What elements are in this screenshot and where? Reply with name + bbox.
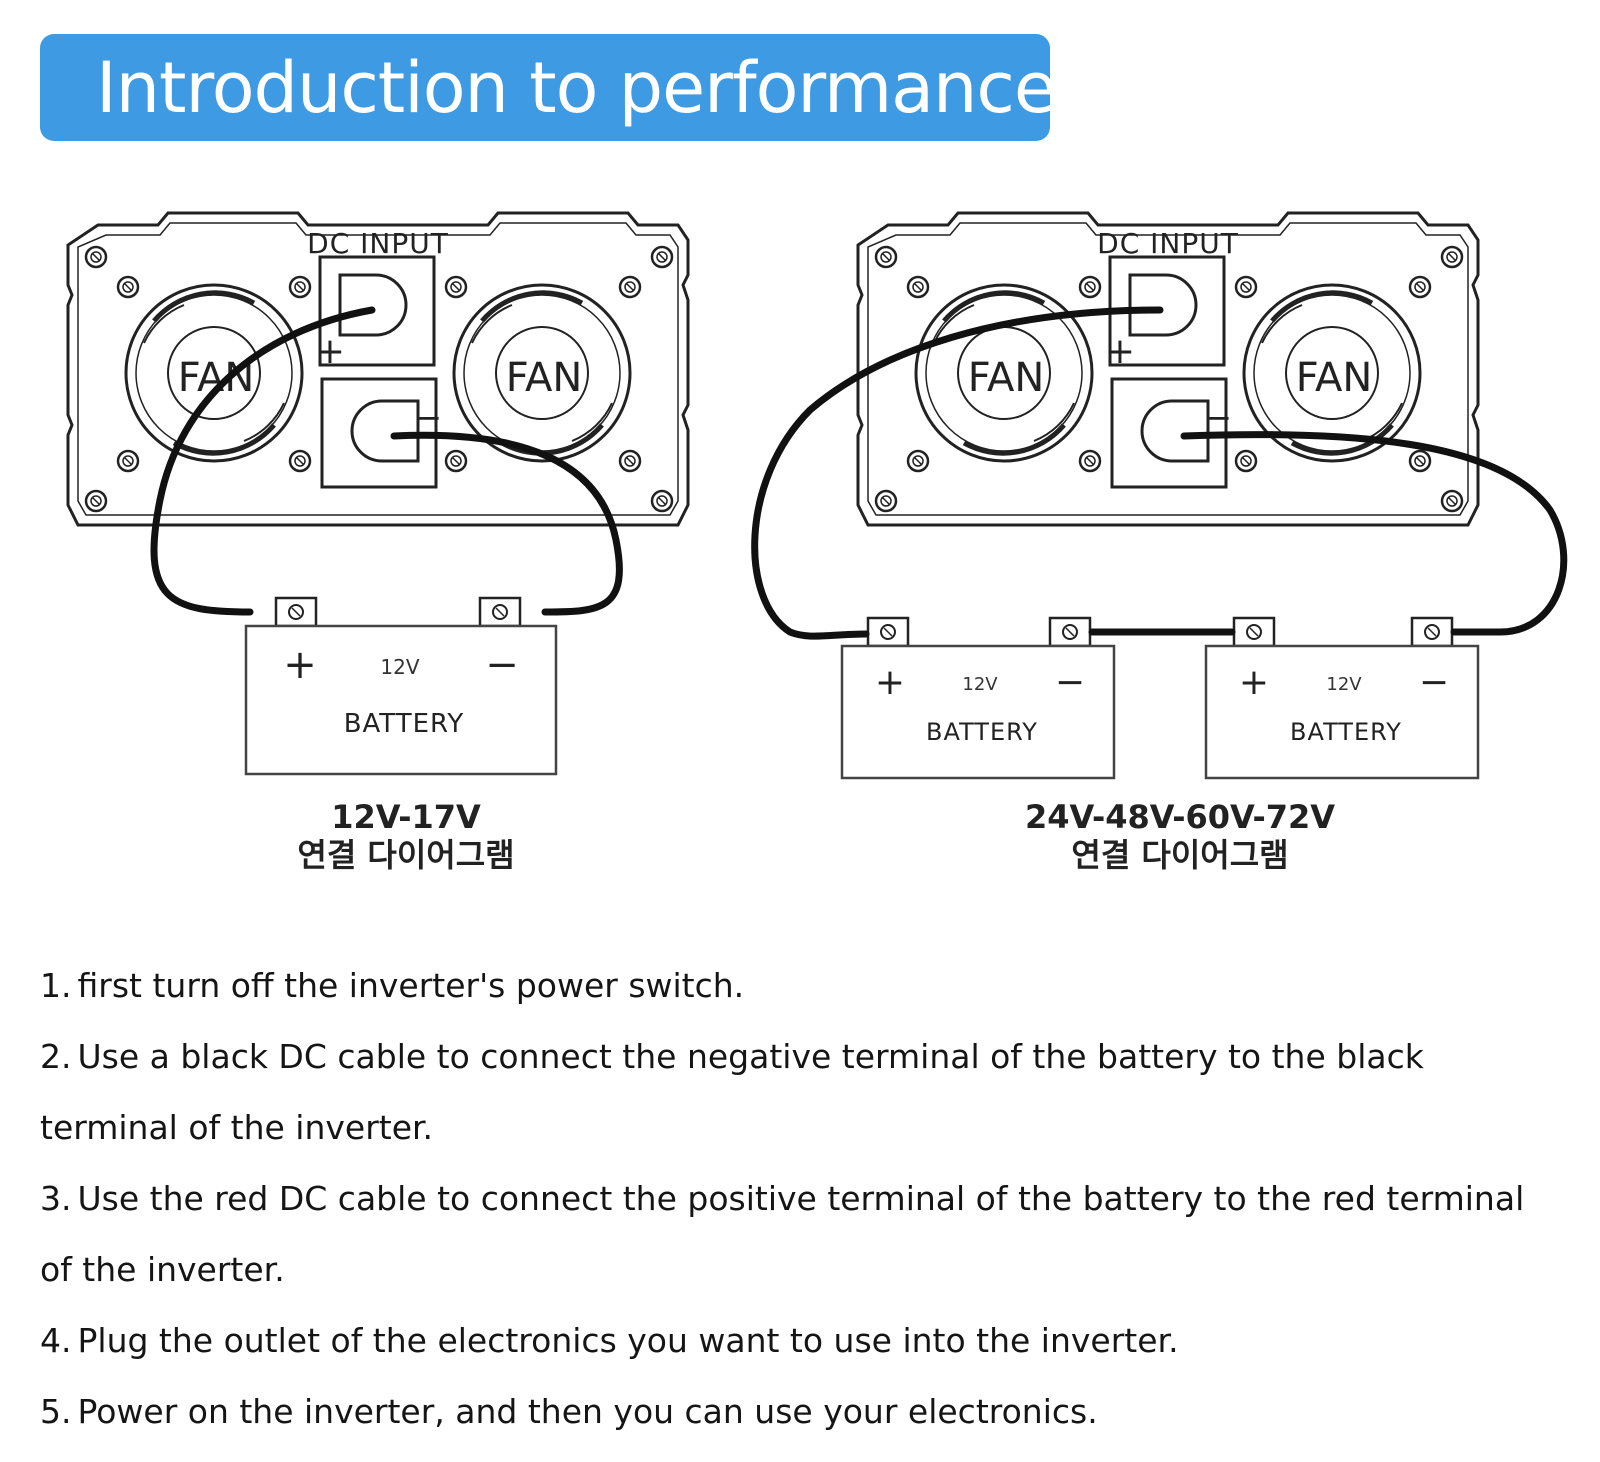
wiring-diagrams: DC INPUT FAN FAN + − + 12V − BATTERY 12V… <box>0 180 1568 874</box>
instruction-step: 3.Use the red DC cable to connect the po… <box>40 1179 1525 1289</box>
battery-minus: − <box>485 642 519 688</box>
battery-voltage: 12V <box>962 674 998 695</box>
right-battery-1: + 12V − BATTERY <box>840 616 1116 780</box>
fan-label-right: FAN <box>1296 355 1373 401</box>
battery-plus: + <box>875 662 905 703</box>
right-battery-2: + 12V − BATTERY <box>1204 616 1480 780</box>
right-caption-korean: 연결 다이어그램 <box>1071 836 1288 874</box>
fan-label-right: FAN <box>506 355 583 401</box>
positive-terminal-symbol: + <box>315 331 345 372</box>
fan-label-left: FAN <box>968 355 1045 401</box>
battery-label: BATTERY <box>926 718 1038 746</box>
negative-terminal-symbol: − <box>414 398 443 438</box>
battery-minus: − <box>1419 662 1449 703</box>
title-banner: Introduction to performance: <box>40 34 1080 141</box>
left-inverter: DC INPUT FAN FAN + − <box>68 213 688 525</box>
battery-voltage: 12V <box>1326 674 1362 695</box>
instruction-step: 1.first turn off the inverter's power sw… <box>40 966 745 1005</box>
battery-plus: + <box>1239 662 1269 703</box>
battery-label: BATTERY <box>344 709 465 739</box>
instruction-step: 4.Plug the outlet of the electronics you… <box>40 1321 1179 1360</box>
right-cables <box>751 306 1568 640</box>
instruction-step: 2.Use a black DC cable to connect the ne… <box>40 1037 1424 1147</box>
left-cables <box>150 306 623 616</box>
battery-plus: + <box>283 642 317 688</box>
instruction-list: 1.first turn off the inverter's power sw… <box>40 950 1560 1447</box>
negative-terminal-symbol: − <box>1204 398 1233 438</box>
dc-input-label: DC INPUT <box>307 227 449 260</box>
left-caption-voltage: 12V-17V <box>331 798 481 836</box>
left-battery: + 12V − BATTERY <box>244 596 558 776</box>
right-caption-voltage: 24V-48V-60V-72V <box>1025 798 1335 836</box>
dc-input-label: DC INPUT <box>1097 227 1239 260</box>
left-caption-korean: 연결 다이어그램 <box>297 836 514 874</box>
instruction-step: 5.Power on the inverter, and then you ca… <box>40 1392 1098 1431</box>
battery-label: BATTERY <box>1290 718 1402 746</box>
battery-voltage: 12V <box>380 655 419 679</box>
right-inverter: DC INPUT FAN FAN + − <box>858 213 1478 525</box>
positive-terminal-symbol: + <box>1105 331 1135 372</box>
page-title: Introduction to performance: <box>96 47 1080 129</box>
battery-minus: − <box>1055 662 1085 703</box>
